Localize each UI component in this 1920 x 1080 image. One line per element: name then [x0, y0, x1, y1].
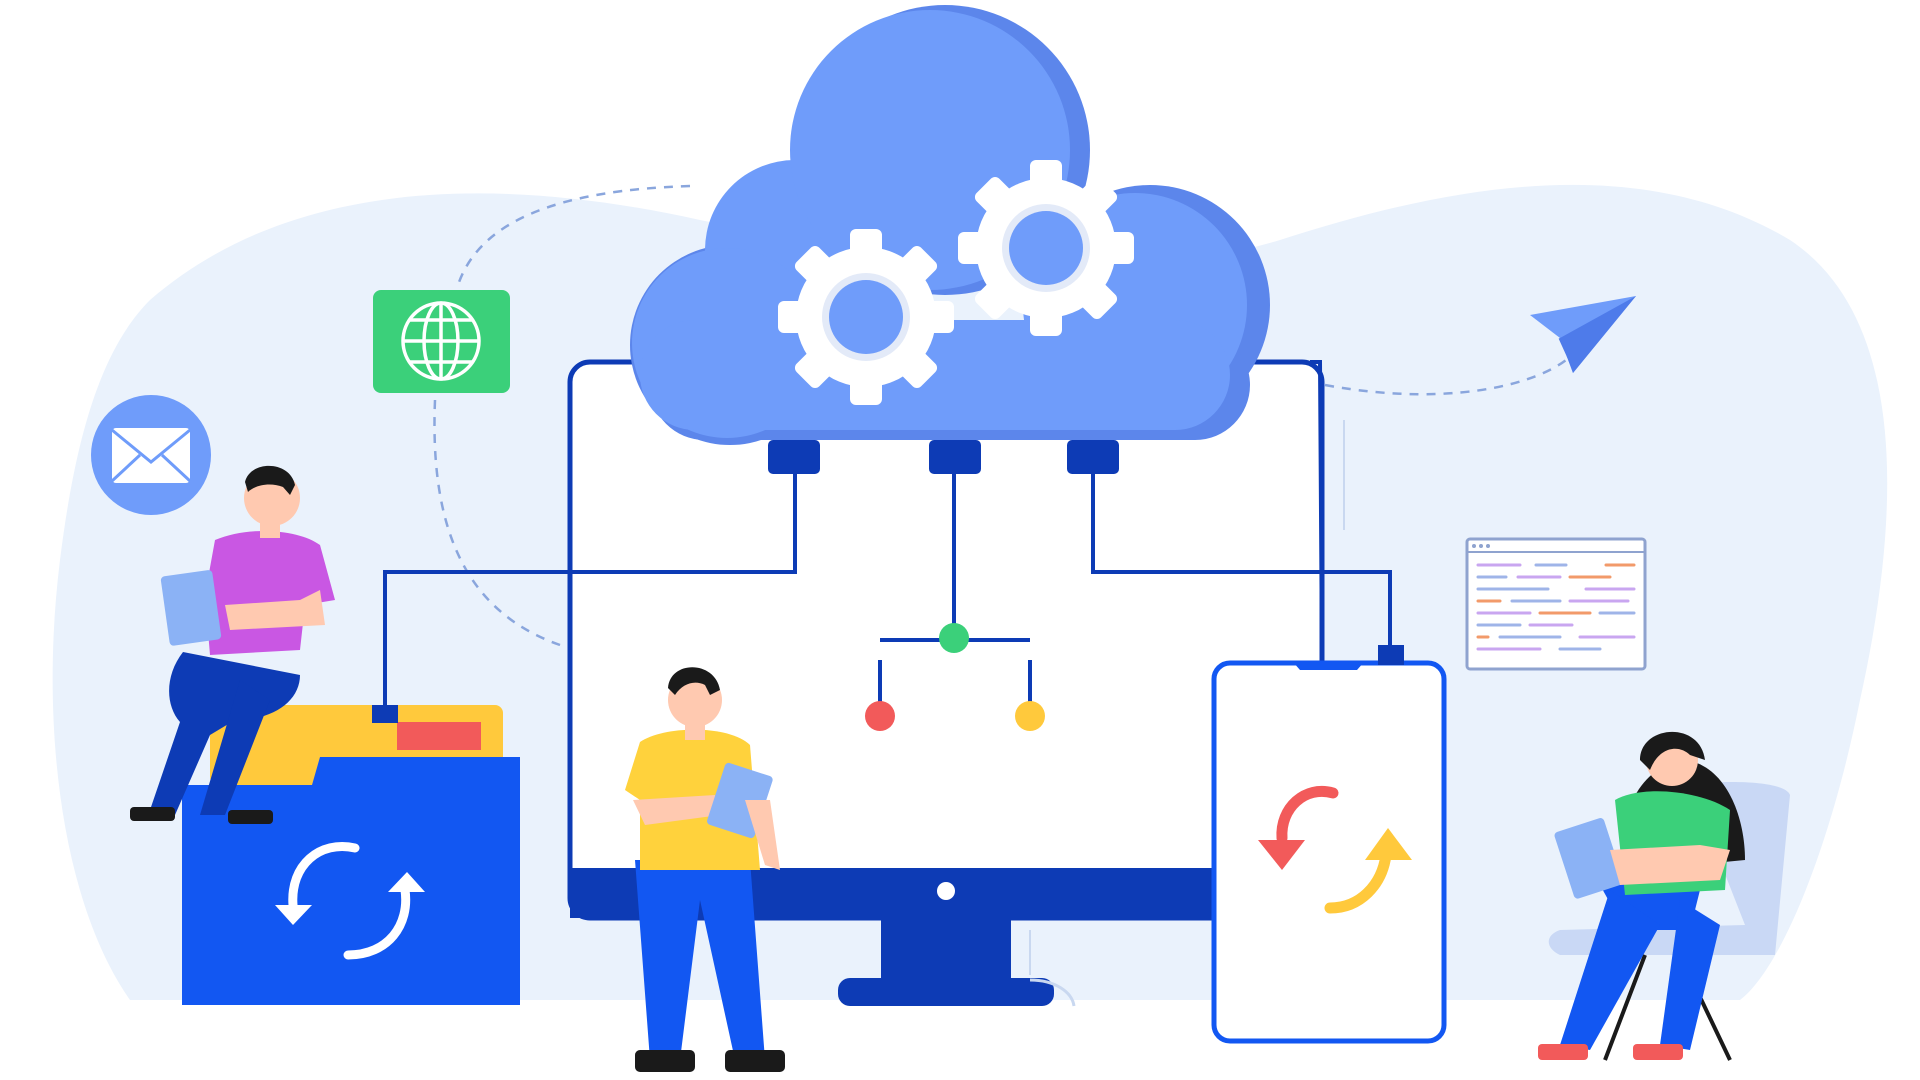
person-sitting-chair	[1538, 731, 1790, 1061]
dashed-path	[433, 184, 1582, 647]
network-node-green	[939, 623, 969, 653]
folder	[182, 705, 520, 1005]
phone	[1211, 645, 1447, 1044]
sync-icon	[288, 842, 411, 960]
cloud-connector	[929, 440, 981, 474]
person-standing-center	[625, 667, 785, 1072]
cloud-connector	[768, 440, 820, 474]
person-sitting-folder	[130, 465, 335, 824]
paper-plane-icon	[1530, 296, 1636, 373]
monitor-base	[838, 978, 1054, 1006]
gear-icon	[958, 160, 1134, 336]
monitor-base-shadow	[1029, 978, 1076, 1007]
network-node-red	[865, 701, 895, 731]
mail-badge	[91, 395, 211, 515]
code-window-icon	[1465, 537, 1647, 671]
gear-icon	[778, 229, 954, 405]
folder-label	[397, 722, 481, 750]
monitor-power-dot	[937, 882, 955, 900]
cloud	[630, 5, 1270, 445]
cloud-connector	[1067, 440, 1119, 474]
monitor-neck	[881, 918, 1011, 980]
globe-badge	[373, 290, 510, 393]
sync-icon	[1276, 786, 1392, 914]
network-node-yellow	[1015, 701, 1045, 731]
mail-icon	[110, 428, 192, 483]
globe-icon	[401, 301, 481, 381]
